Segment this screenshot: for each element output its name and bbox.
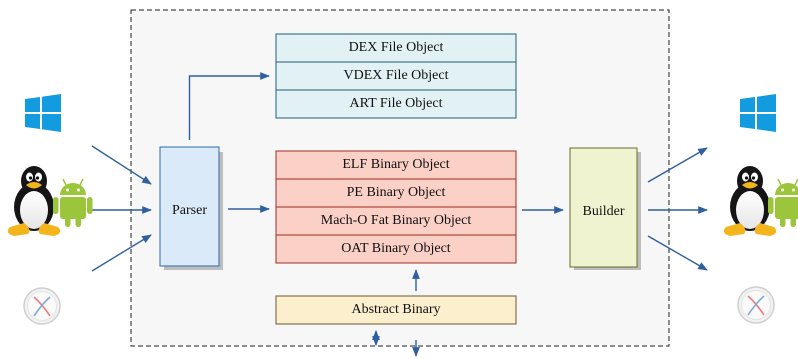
parser-label: Parser xyxy=(172,203,207,218)
art-file-object-label: ART File Object xyxy=(349,96,442,111)
builder-box xyxy=(569,147,638,268)
windows-icon xyxy=(25,94,61,132)
output-macos-icon xyxy=(737,286,775,324)
output-android-icon xyxy=(767,178,798,228)
oat-binary-object-label: OAT Binary Object xyxy=(341,241,450,256)
android-icon xyxy=(52,178,94,228)
linux-penguin-icon xyxy=(7,166,61,236)
abstract-binary-label: Abstract Binary xyxy=(351,302,440,317)
binary-object-stack: ELF Binary Object PE Binary Object Mach-… xyxy=(275,150,517,264)
oat-binary-object-box xyxy=(275,234,517,264)
parser-box xyxy=(159,146,220,267)
output-macos-arrow xyxy=(647,235,708,271)
vdex-file-object-box xyxy=(275,61,517,91)
input-windows-arrow xyxy=(91,145,152,185)
pe-binary-object-label: PE Binary Object xyxy=(347,185,446,200)
macho-fat-binary-object-label: Mach-O Fat Binary Object xyxy=(321,213,472,228)
elf-binary-object-box xyxy=(275,150,517,180)
macos-icon xyxy=(23,287,61,325)
parser-to-file-objects-arrow xyxy=(188,72,270,140)
input-macos-arrow xyxy=(91,234,152,272)
file-object-stack: DEX File Object VDEX File Object ART Fil… xyxy=(275,33,517,119)
builder-label: Builder xyxy=(583,204,625,219)
vdex-file-object-label: VDEX File Object xyxy=(344,68,449,83)
elf-binary-object-label: ELF Binary Object xyxy=(342,157,449,172)
pe-binary-object-box xyxy=(275,178,517,208)
art-file-object-box xyxy=(275,89,517,119)
abstract-binary-box xyxy=(275,295,517,325)
output-windows-icon xyxy=(740,94,776,132)
output-windows-arrow xyxy=(647,147,708,183)
dex-file-object-label: DEX File Object xyxy=(349,40,444,55)
